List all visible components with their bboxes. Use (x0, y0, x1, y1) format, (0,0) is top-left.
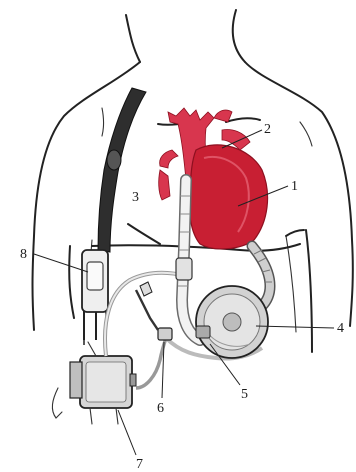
label-pump: 4 (337, 321, 344, 336)
label-connector: 6 (157, 401, 164, 416)
heart (189, 130, 267, 249)
lvad-pump (196, 286, 268, 358)
label-controller: 7 (136, 457, 143, 472)
label-outflow-cannula: 5 (241, 387, 248, 402)
label-diaphragm: 3 (132, 190, 139, 205)
label-aorta: 2 (264, 122, 271, 137)
label-heart: 1 (291, 179, 298, 194)
controller (52, 342, 136, 424)
connector (136, 282, 172, 340)
label-holster: 8 (20, 247, 27, 262)
